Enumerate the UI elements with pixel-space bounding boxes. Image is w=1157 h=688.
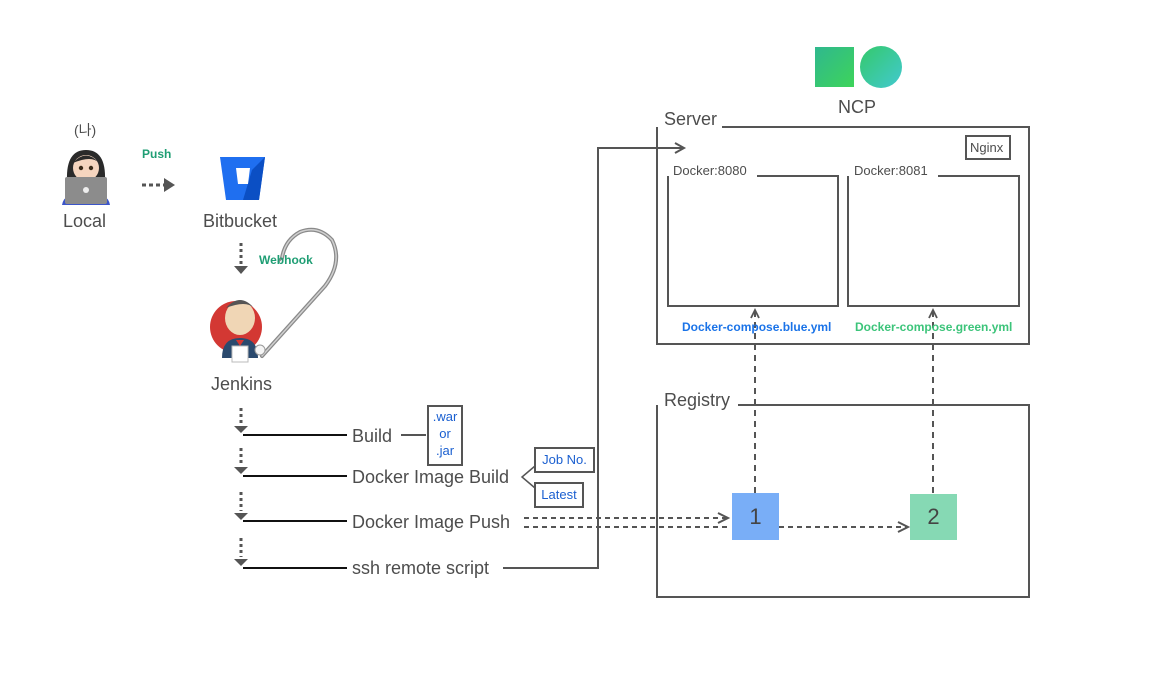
- push-arrow: [142, 178, 175, 192]
- jenkins-label: Jenkins: [211, 374, 273, 394]
- registry-image-2: 2: [910, 494, 957, 540]
- compose-green-label: Docker-compose.green.yml: [855, 320, 1013, 334]
- webhook-label: Webhook: [259, 253, 313, 267]
- registry-box: [656, 404, 1030, 598]
- latest-tag: Latest: [534, 482, 584, 508]
- ssh-to-server-line: [503, 142, 687, 569]
- bitbucket-label: Bitbucket: [203, 211, 278, 231]
- step-ssh-remote-script: ssh remote script: [352, 558, 490, 578]
- hook-icon: [260, 227, 339, 358]
- webhook-arrow: [234, 243, 248, 274]
- docker-8081-label: Docker:8081: [854, 163, 928, 178]
- job-no-tag: Job No.: [534, 447, 595, 473]
- registry-image-1: 1: [732, 493, 779, 540]
- docker-8080-label: Docker:8080: [673, 163, 747, 178]
- bitbucket-icon: [220, 157, 265, 200]
- artifact-or: or: [439, 426, 451, 441]
- artifact-war: .war: [432, 409, 458, 424]
- ncp-logo: [815, 46, 902, 88]
- push-label: Push: [142, 147, 172, 161]
- step-docker-image-push: Docker Image Push: [352, 512, 511, 532]
- server-label: Server: [664, 109, 718, 129]
- developer-laptop-icon: [62, 150, 110, 205]
- push-to-registry-arrows: [524, 512, 911, 533]
- pipeline-connectors: [234, 408, 347, 569]
- deploy-arrows: [750, 307, 938, 493]
- jenkins-icon: [210, 300, 266, 363]
- docker-8081-box: [847, 175, 1020, 307]
- local-label: Local: [63, 211, 107, 231]
- step-docker-image-build: Docker Image Build: [352, 467, 510, 487]
- artifact-jar: .jar: [435, 443, 455, 458]
- nginx-label: Nginx: [970, 140, 1004, 155]
- nginx-box: [965, 135, 1011, 160]
- artifact-box: .war or .jar: [427, 405, 463, 466]
- ncp-label: NCP: [838, 97, 877, 117]
- registry-label: Registry: [664, 390, 731, 410]
- compose-blue-label: Docker-compose.blue.yml: [682, 320, 832, 334]
- docker-8080-box: [667, 175, 839, 307]
- local-person-label: (나): [74, 122, 97, 138]
- server-box: [656, 126, 1030, 345]
- step-build: Build: [352, 426, 393, 446]
- tags-bracket: [520, 465, 536, 489]
